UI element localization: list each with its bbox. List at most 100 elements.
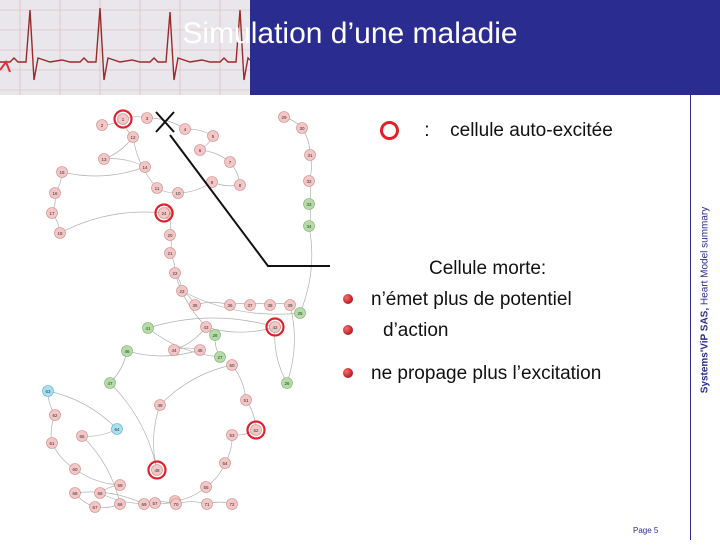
cell-node: 17: [47, 208, 58, 219]
cell-link: [62, 167, 145, 176]
cell-node-label: 37: [247, 303, 253, 308]
cell-node: 49: [155, 400, 166, 411]
cell-node: 58: [95, 488, 106, 499]
cell-node-label: 26: [284, 381, 290, 386]
heart-cell-network-diagram: 1234567891011121314151617181920212223242…: [0, 95, 330, 540]
cell-node: 34: [304, 221, 315, 232]
cell-node-label: 46: [124, 349, 130, 354]
bullet-text: n’émet plus de potentiel: [371, 289, 572, 310]
cell-node-label: 16: [52, 191, 58, 196]
cell-link: [60, 212, 164, 233]
auto-excited-cell-node: 52: [248, 422, 265, 439]
cell-node: 46: [122, 346, 133, 357]
caption-text: Heart Model summary: [700, 207, 711, 305]
cell-node-label: 20: [167, 233, 173, 238]
cell-node: 14: [140, 162, 151, 173]
cell-node-label: 61: [49, 441, 55, 446]
cell-node: 15: [57, 167, 68, 178]
network-svg: 1234567891011121314151617181920212223242…: [0, 95, 330, 540]
cell-node-label: 32: [306, 179, 312, 184]
cell-node: 23: [177, 286, 188, 297]
cell-node: 66: [115, 499, 126, 510]
cell-node: 44: [169, 345, 180, 356]
cell-link: [287, 305, 294, 383]
cell-node: 70: [171, 499, 182, 510]
cell-node-label: 23: [179, 289, 185, 294]
cell-node: 55: [201, 482, 212, 493]
bullet-item: ne propage plus l’excitation: [343, 358, 673, 389]
cell-node: 38: [265, 300, 276, 311]
cell-node-label: 62: [52, 413, 58, 418]
cell-node: 27: [215, 352, 226, 363]
cell-node: 53: [227, 430, 238, 441]
auto-excited-cell-node: 48: [149, 462, 166, 479]
cell-link: [104, 159, 145, 167]
cell-link: [148, 328, 220, 357]
page-title: Simulation d’une maladie: [115, 14, 585, 54]
cell-node-label: 65: [79, 434, 85, 439]
legend-text: cellule auto-excitée: [450, 120, 613, 141]
cell-node: 61: [47, 438, 58, 449]
cell-node: 72: [227, 499, 238, 510]
slide-header: Simulation d’une maladie: [0, 0, 720, 95]
cell-node: 47: [105, 378, 116, 389]
cell-node-label: 28: [212, 333, 218, 338]
cell-node-label: 67: [92, 505, 98, 510]
cell-node: 32: [304, 176, 315, 187]
cell-link: [48, 391, 117, 429]
red-bullet-icon: [343, 368, 353, 378]
cell-node: 59: [115, 480, 126, 491]
cell-node-label: 36: [227, 303, 233, 308]
cell-node: 62: [50, 410, 61, 421]
cell-node-label: 44: [171, 348, 177, 353]
cell-node: 69: [139, 499, 150, 510]
cell-node-label: 35: [192, 303, 198, 308]
cell-node-label: 17: [49, 211, 55, 216]
dead-cell-title: Cellule morte:: [343, 253, 673, 284]
cell-node-label: 14: [142, 165, 148, 170]
cell-node-label: 25: [297, 311, 303, 316]
cell-node-label: 72: [229, 502, 235, 507]
cell-node-label: 49: [157, 403, 163, 408]
cell-node: 21: [165, 248, 176, 259]
cell-node-label: 42: [272, 325, 278, 330]
cell-node: 45: [195, 345, 206, 356]
cell-node-label: 68: [72, 491, 78, 496]
cell-node: 60: [70, 464, 81, 475]
side-caption: Systems'ViP SAS, Heart Model summary: [700, 207, 711, 394]
cell-node-label: 15: [59, 170, 65, 175]
cell-node-label: 45: [197, 348, 203, 353]
cell-node-label: 38: [267, 303, 273, 308]
red-bullet-icon: [343, 294, 353, 304]
cell-node: 31: [305, 150, 316, 161]
cell-node-label: 43: [203, 325, 209, 330]
cell-node: 3: [142, 113, 153, 124]
cell-node-label: 54: [222, 461, 228, 466]
cell-node-label: 60: [72, 467, 78, 472]
cell-node: 30: [297, 123, 308, 134]
cell-node-label: 31: [307, 153, 313, 158]
cell-node-label: 41: [145, 326, 151, 331]
cell-node: 16: [50, 188, 61, 199]
cell-node-label: 70: [173, 502, 179, 507]
cell-node-label: 59: [117, 483, 123, 488]
auto-excited-cell-node: 1: [115, 111, 132, 128]
cell-node: 37: [245, 300, 256, 311]
cell-node-label: 10: [175, 191, 181, 196]
cell-node: 50: [227, 360, 238, 371]
cell-node: 33: [304, 199, 315, 210]
cell-node-label: 30: [299, 126, 305, 131]
cell-node-label: 21: [167, 251, 173, 256]
cell-node: 29: [279, 112, 290, 123]
brand-name: Systems'ViP SAS,: [700, 308, 711, 393]
cell-node-label: 69: [141, 502, 147, 507]
cell-node: 68: [70, 488, 81, 499]
cell-node: 25: [295, 308, 306, 319]
cell-node: 7: [225, 157, 236, 168]
cell-node: 12: [128, 132, 139, 143]
cell-node: 67: [90, 502, 101, 513]
cell-node-label: 58: [97, 491, 103, 496]
cell-node-label: 64: [114, 427, 120, 432]
cell-link: [300, 226, 312, 313]
cell-node: 57: [150, 498, 161, 509]
